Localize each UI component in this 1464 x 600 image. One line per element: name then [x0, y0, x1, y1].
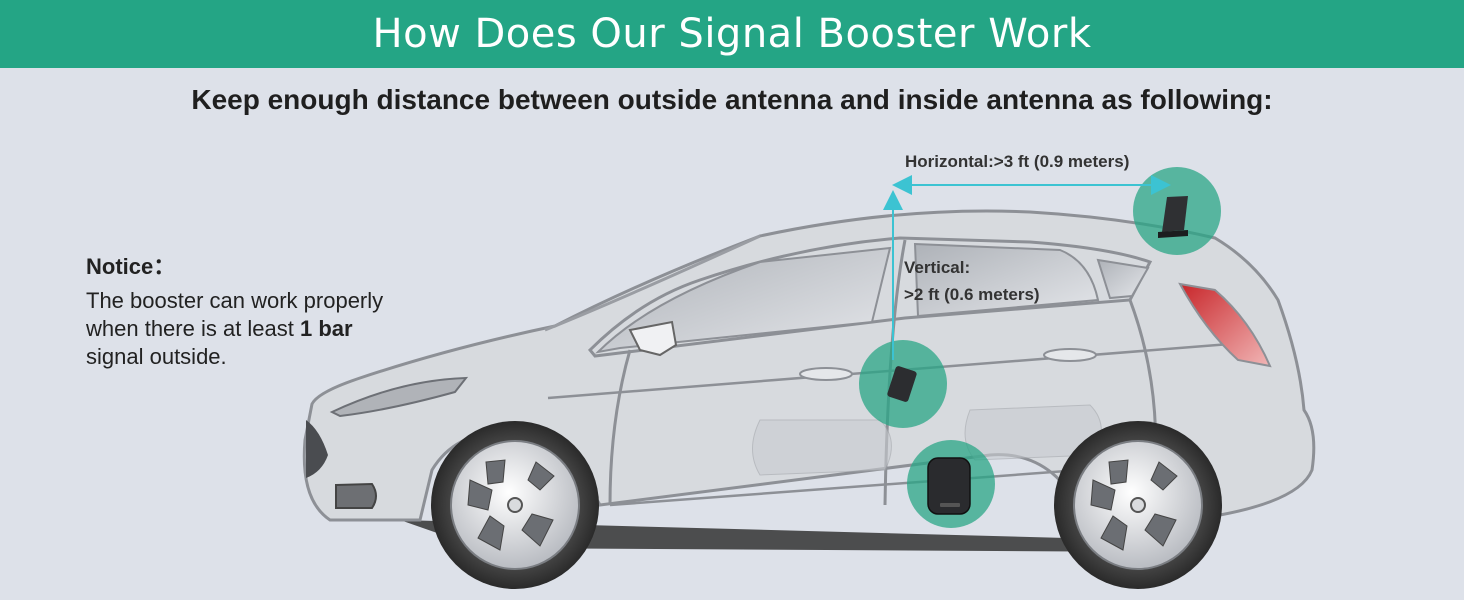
fog-light	[335, 482, 377, 509]
headlight	[329, 376, 469, 418]
subtitle: Keep enough distance between outside ant…	[191, 84, 1273, 115]
header-banner: How Does Our Signal Booster Work	[0, 0, 1464, 68]
inside-antenna-icon	[887, 366, 917, 402]
notice-colon: ：	[153, 254, 176, 279]
side-mirror	[628, 320, 678, 357]
notice-line-1: The booster can work properly	[86, 288, 384, 313]
window-frame	[587, 236, 1153, 358]
rear-wheel	[1054, 421, 1222, 589]
vertical-distance-label-1: Vertical:	[904, 258, 971, 277]
front-door-edge	[608, 349, 632, 506]
quarter-window	[1096, 258, 1150, 300]
rear-window	[913, 242, 1100, 318]
notice-title: Notice：	[86, 253, 486, 281]
front-grille	[306, 420, 328, 478]
front-door-handle	[799, 367, 853, 381]
tail-light	[1178, 282, 1272, 368]
front-wheel	[431, 421, 599, 589]
roof-line	[544, 234, 761, 332]
rocker-line	[609, 468, 1081, 507]
notice-line-2: when there is at least 1 bar	[86, 315, 486, 343]
page-title: How Does Our Signal Booster Work	[372, 11, 1092, 57]
notice-block: Notice： The booster can work properly wh…	[86, 253, 486, 371]
front-seat	[752, 419, 892, 476]
notice-line-2-text: when there is at least	[86, 316, 301, 341]
notice-title-text: Notice	[86, 254, 154, 279]
outside-antenna-icon	[1158, 196, 1188, 238]
rear-door-handle	[1043, 348, 1097, 362]
vertical-distance-label-2: >2 ft (0.6 meters)	[904, 285, 1040, 304]
notice-line-3: signal outside.	[86, 344, 227, 369]
booster-unit-icon	[927, 457, 971, 515]
horizontal-distance-label: Horizontal:>3 ft (0.9 meters)	[905, 152, 1130, 171]
notice-emphasis: 1 bar	[300, 316, 353, 341]
